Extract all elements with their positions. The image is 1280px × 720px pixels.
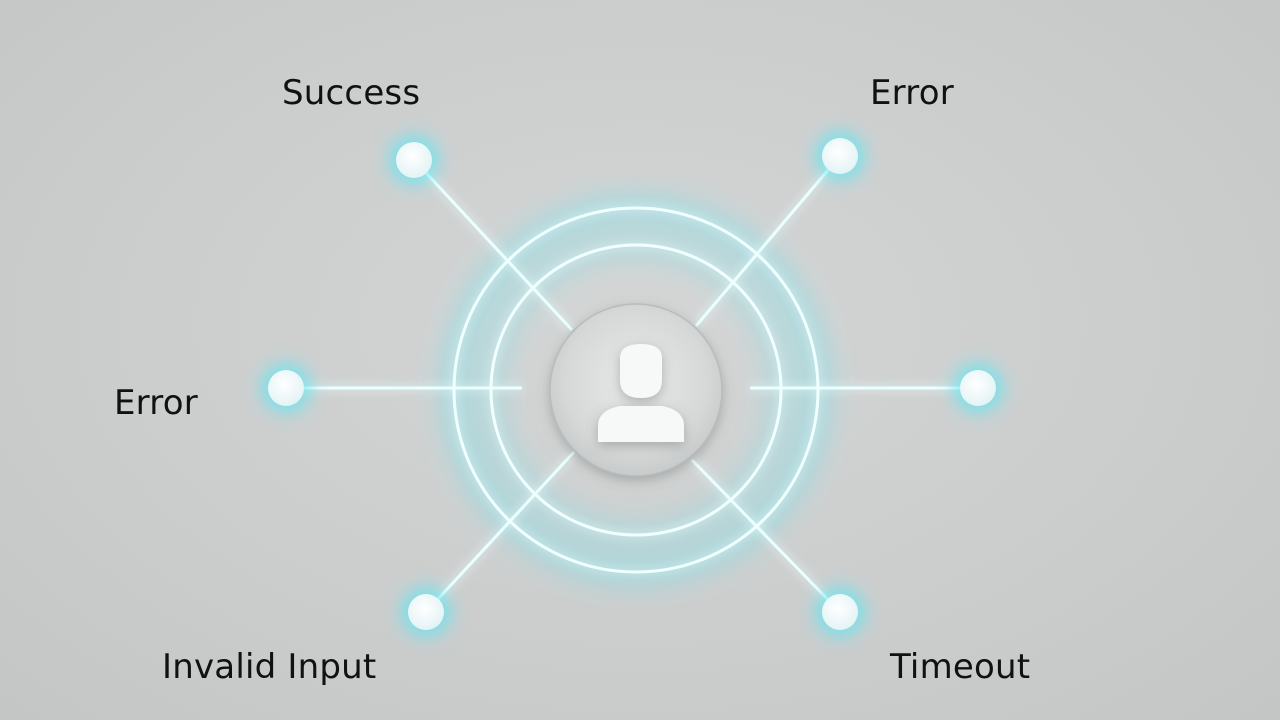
node-label-invalid-input: Invalid Input xyxy=(162,647,377,687)
connector-bottom-right xyxy=(690,458,842,614)
outer-ring xyxy=(452,206,820,574)
connector-top-left xyxy=(412,158,574,332)
connector-lines xyxy=(286,155,978,614)
node-top-right[interactable] xyxy=(816,132,864,180)
center-avatar[interactable] xyxy=(549,303,723,477)
connector-bottom-left xyxy=(424,450,576,614)
inner-ring xyxy=(489,243,783,537)
node-label-error-left: Error xyxy=(114,383,198,423)
node-label-timeout: Timeout xyxy=(890,647,1031,687)
connector-top-right xyxy=(694,155,842,327)
node-label-success: Success xyxy=(282,73,421,113)
node-bottom-right[interactable] xyxy=(816,588,864,636)
node-left[interactable] xyxy=(262,364,310,412)
node-top-left[interactable] xyxy=(390,136,438,184)
concentric-rings xyxy=(452,206,820,574)
node-right[interactable] xyxy=(954,364,1002,412)
node-label-error-top-right: Error xyxy=(870,73,954,113)
user-avatar-icon xyxy=(598,344,684,442)
node-bottom-left[interactable] xyxy=(402,588,450,636)
